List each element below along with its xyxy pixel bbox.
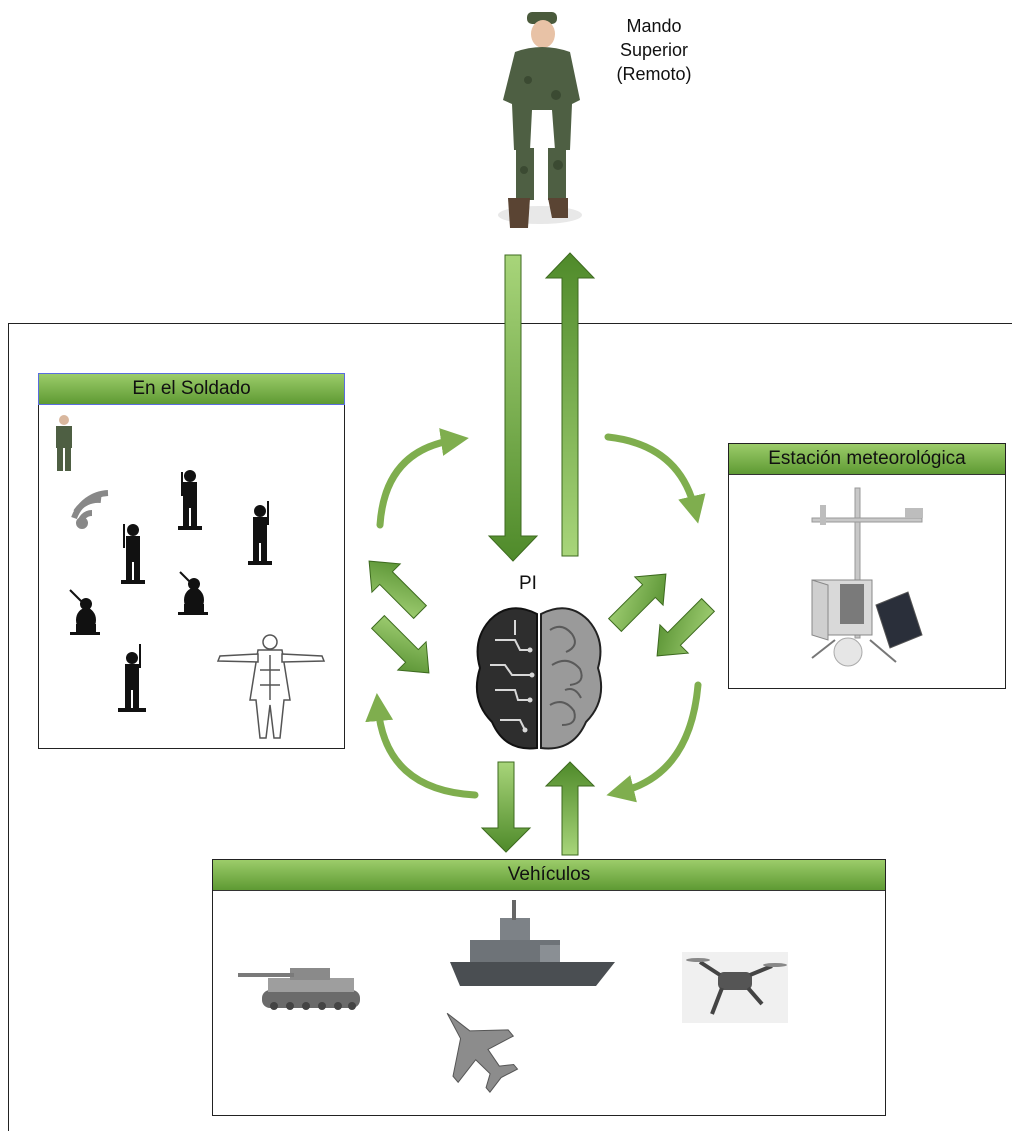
- commander-label-line2: Superior: [619, 40, 689, 60]
- soldier-downlink-arrow: [370, 614, 430, 674]
- soldier-panel: En el Soldado: [38, 373, 345, 749]
- vehicles-panel: Vehículos: [212, 859, 886, 1116]
- tank-icon: [238, 968, 360, 1010]
- brain-icon: [476, 607, 602, 750]
- commander-figure: [498, 12, 582, 228]
- curve-arrow-top-left: [376, 428, 469, 529]
- body-suit-figure: [216, 634, 326, 739]
- curve-arrow-bottom-left: [365, 693, 479, 799]
- uplink-arrow: [544, 252, 596, 557]
- vehicles-downlink-arrow: [480, 761, 532, 853]
- warship-icon: [450, 900, 615, 986]
- frame-left-line: [8, 323, 9, 1131]
- vehicles-panel-header: Vehículos: [213, 860, 885, 891]
- small-soldier-figure: [56, 415, 72, 471]
- downlink-arrow: [487, 254, 539, 562]
- soldier-panel-content: [56, 415, 109, 529]
- soldier-silhouette: [118, 644, 146, 712]
- commander-label: Mando Superior (Remoto): [596, 14, 712, 86]
- cycle-arrows: [365, 428, 706, 803]
- soldier-panel-header: En el Soldado: [38, 373, 345, 405]
- fighter-jet-icon: [446, 1012, 519, 1094]
- weather-station: [811, 487, 923, 667]
- commander-label-line3: (Remoto): [616, 64, 692, 84]
- soldier-silhouette: [178, 470, 202, 530]
- kneeling-soldier-silhouette: [69, 589, 100, 635]
- pi-label: PI: [519, 573, 537, 594]
- soldier-silhouette: [121, 524, 145, 584]
- soldier-silhouette: [248, 501, 272, 565]
- weather-panel-header: Estación meteorológica: [729, 444, 1005, 475]
- wifi-icon: [71, 490, 109, 529]
- vehicles-uplink-arrow: [544, 761, 596, 856]
- kneeling-soldier-silhouette: [178, 571, 208, 615]
- curve-arrow-bottom-right: [606, 681, 702, 803]
- soldier-uplink-arrow: [368, 560, 428, 620]
- weather-uplink-arrow: [607, 573, 667, 633]
- weather-downlink-arrow: [656, 597, 716, 657]
- drone-icon: [682, 952, 788, 1023]
- curve-arrow-top-right: [604, 433, 706, 524]
- commander-label-line1: Mando: [626, 16, 682, 36]
- weather-panel: Estación meteorológica: [728, 443, 1006, 689]
